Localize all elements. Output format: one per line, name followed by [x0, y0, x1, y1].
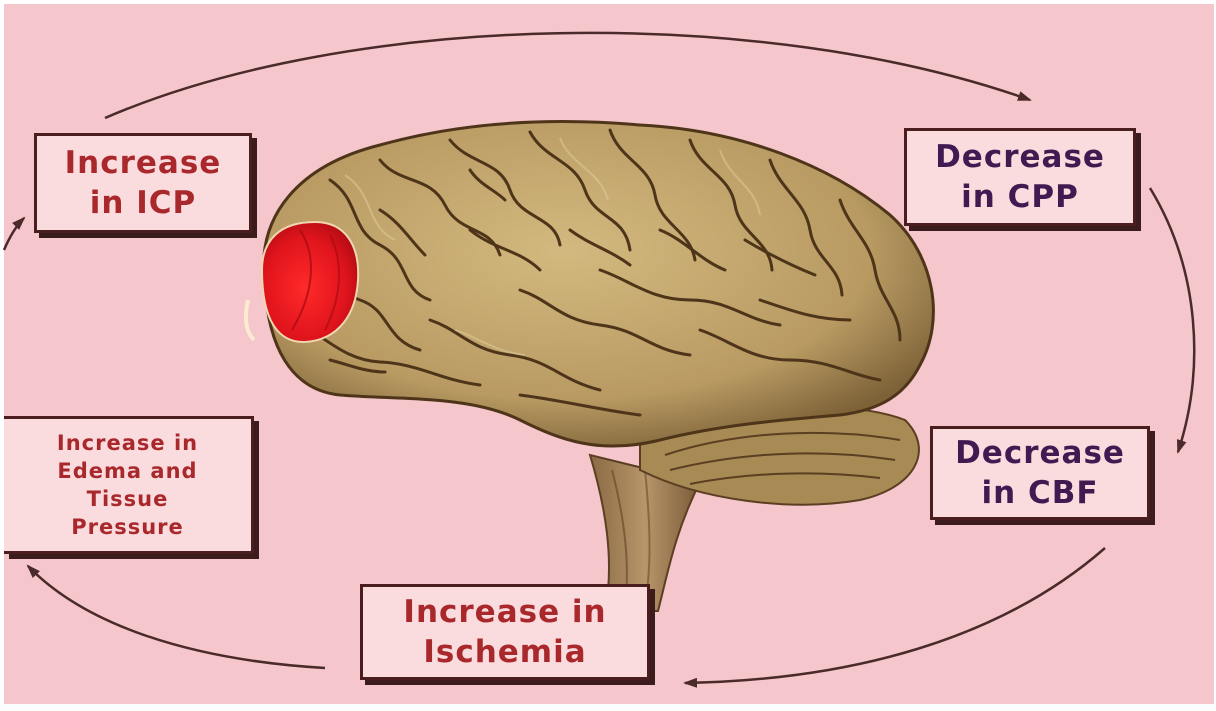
node-label: Decrease in CPP [935, 137, 1105, 217]
node-label: Decrease in CBF [955, 433, 1125, 513]
node-label: Increase in Edema and Tissue Pressure [57, 429, 198, 541]
node-increase-in-edema: Increase in Edema and Tissue Pressure [4, 416, 254, 554]
node-label: Increase in ICP [65, 143, 222, 223]
node-decrease-in-cpp: Decrease in CPP [904, 128, 1136, 226]
node-label: Increase in Ischemia [403, 592, 606, 672]
node-increase-in-ischemia: Increase in Ischemia [360, 584, 650, 680]
node-increase-in-icp: Increase in ICP [34, 133, 252, 233]
node-decrease-in-cbf: Decrease in CBF [930, 426, 1150, 520]
